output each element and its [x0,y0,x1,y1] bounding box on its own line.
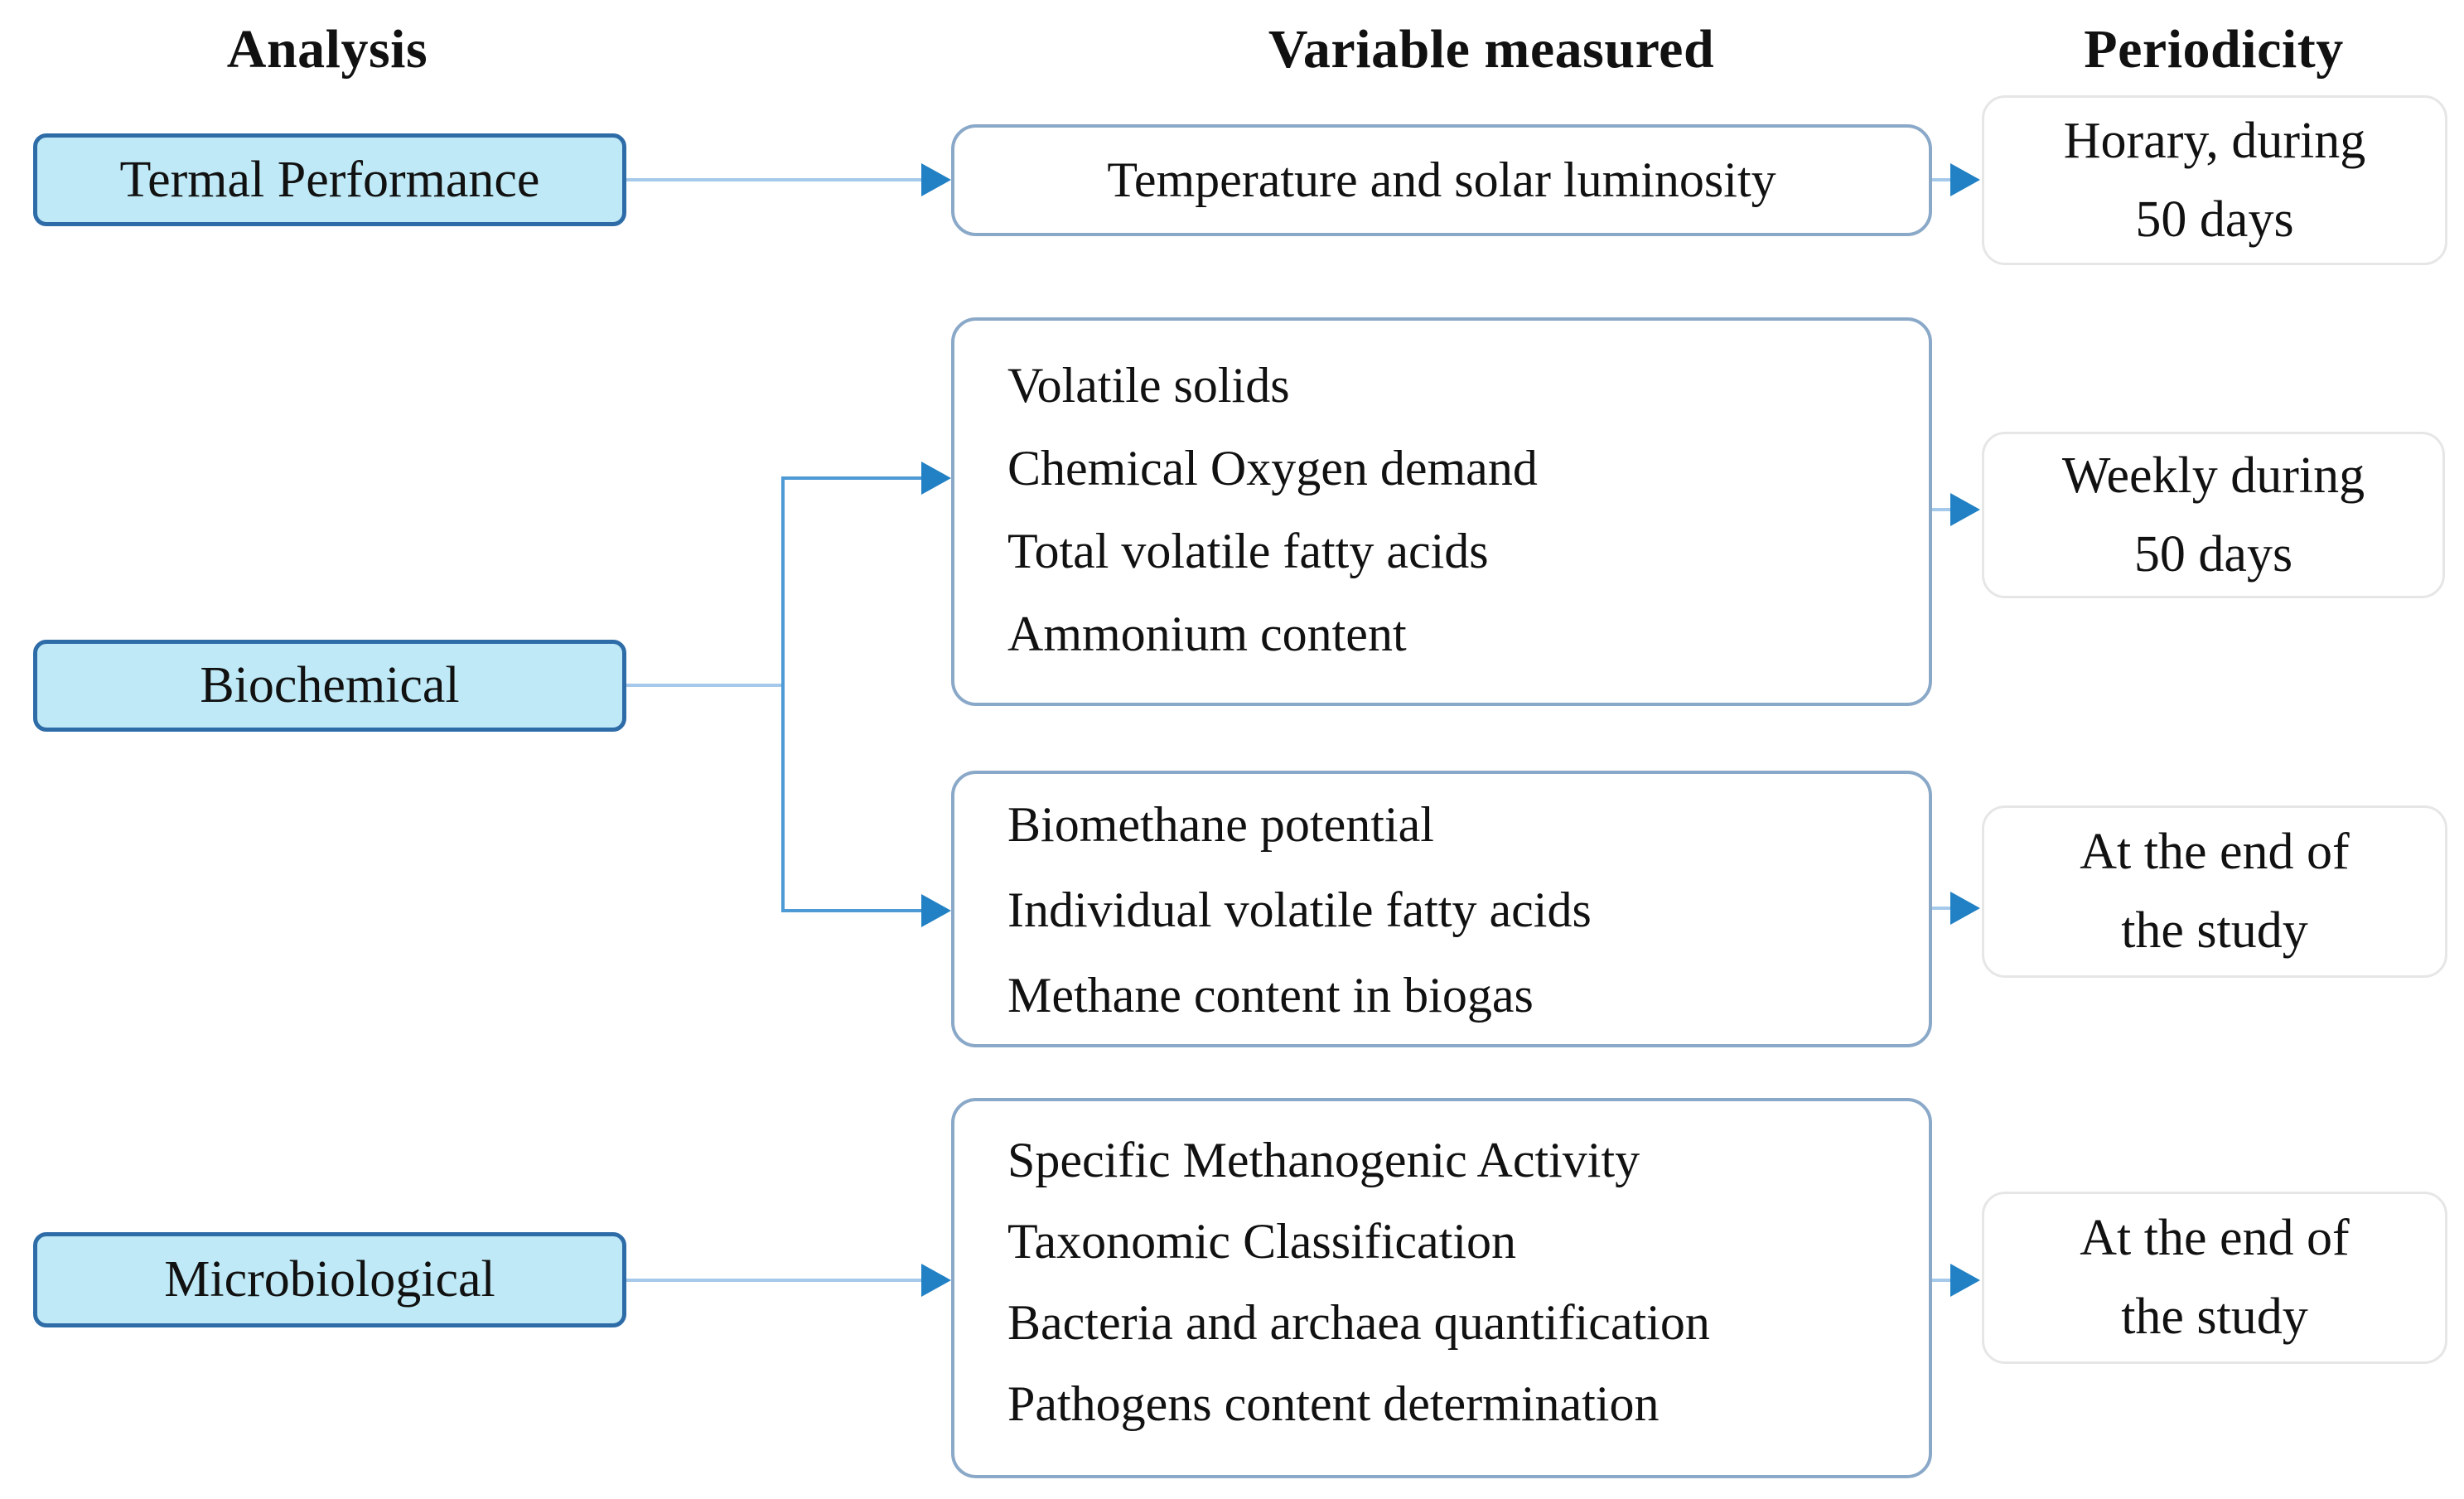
variable-box-biochemical-final: Biomethane potential Individual volatile… [951,771,1932,1047]
connector-weekly-to-periodicity [1932,508,1950,511]
periodicity-box-microbiological: At the end of the study [1982,1192,2447,1364]
variable-line: Biomethane potential [1007,797,1434,852]
analysis-box-microbiological: Microbiological [33,1232,626,1327]
periodicity-line: At the end of [2080,824,2350,880]
connector-biochemical-stem [626,684,785,687]
arrowhead-right-icon [1950,892,1980,925]
arrowhead-right-icon [921,894,951,927]
connector-microbiological-to-variable [626,1279,923,1282]
variable-box-microbiological: Specific Methanogenic Activity Taxonomic… [951,1098,1932,1478]
variable-line: Specific Methanogenic Activity [1007,1133,1640,1187]
variable-line: Chemical Oxygen demand [1007,441,1538,496]
arrowhead-right-icon [921,1264,951,1297]
variable-line: Bacteria and archaea quantification [1007,1295,1710,1350]
analysis-box-thermal-performance: Termal Performance [33,133,626,226]
periodicity-box-biochemical-weekly: Weekly during 50 days [1982,432,2445,598]
variable-line: Individual volatile fatty acids [1007,882,1592,937]
periodicity-line: the study [2121,902,2308,959]
arrowhead-right-icon [921,462,951,495]
connector-biochemical-branch-bottom [781,909,921,912]
analysis-box-thermal-performance-label: Termal Performance [119,151,540,208]
column-header-periodicity: Periodicity [2084,19,2344,80]
variable-line: Total volatile fatty acids [1007,524,1489,578]
variable-line: Volatile solids [1007,358,1290,413]
arrowhead-right-icon [921,163,951,196]
variable-box-biochemical-weekly: Volatile solids Chemical Oxygen demand T… [951,317,1932,706]
connector-microbiological-to-periodicity [1932,1279,1950,1282]
connector-thermal-to-periodicity [1932,178,1950,181]
connector-final-to-periodicity [1932,907,1950,910]
periodicity-line: Horary, during [2063,112,2366,169]
variable-box-thermal-line: Temperature and solar luminosity [1107,152,1776,207]
arrowhead-right-icon [1950,493,1980,526]
periodicity-line: At the end of [2080,1210,2350,1266]
periodicity-line: Weekly during [2061,447,2365,504]
variable-line: Ammonium content [1007,607,1407,661]
connector-biochemical-branch-vertical [781,476,785,912]
connector-biochemical-branch-top [781,476,921,480]
periodicity-line: 50 days [2135,191,2294,248]
periodicity-line: 50 days [2133,525,2293,583]
arrowhead-right-icon [1950,163,1980,196]
variable-box-thermal: Temperature and solar luminosity [951,124,1932,236]
column-header-variable-measured: Variable measured [1268,19,1715,80]
variable-line: Taxonomic Classification [1007,1214,1517,1269]
column-header-analysis: Analysis [226,19,428,80]
analysis-box-biochemical-label: Biochemical [200,657,460,713]
connector-thermal-to-variable [626,178,923,181]
variable-line: Pathogens content determination [1007,1376,1660,1431]
periodicity-box-thermal: Horary, during 50 days [1982,95,2447,265]
periodicity-line: the study [2121,1289,2308,1345]
variable-line: Methane content in biogas [1007,968,1534,1023]
periodicity-box-biochemical-final: At the end of the study [1982,805,2447,978]
analysis-box-biochemical: Biochemical [33,640,626,732]
analysis-box-microbiological-label: Microbiological [164,1251,495,1308]
arrowhead-right-icon [1950,1264,1980,1297]
